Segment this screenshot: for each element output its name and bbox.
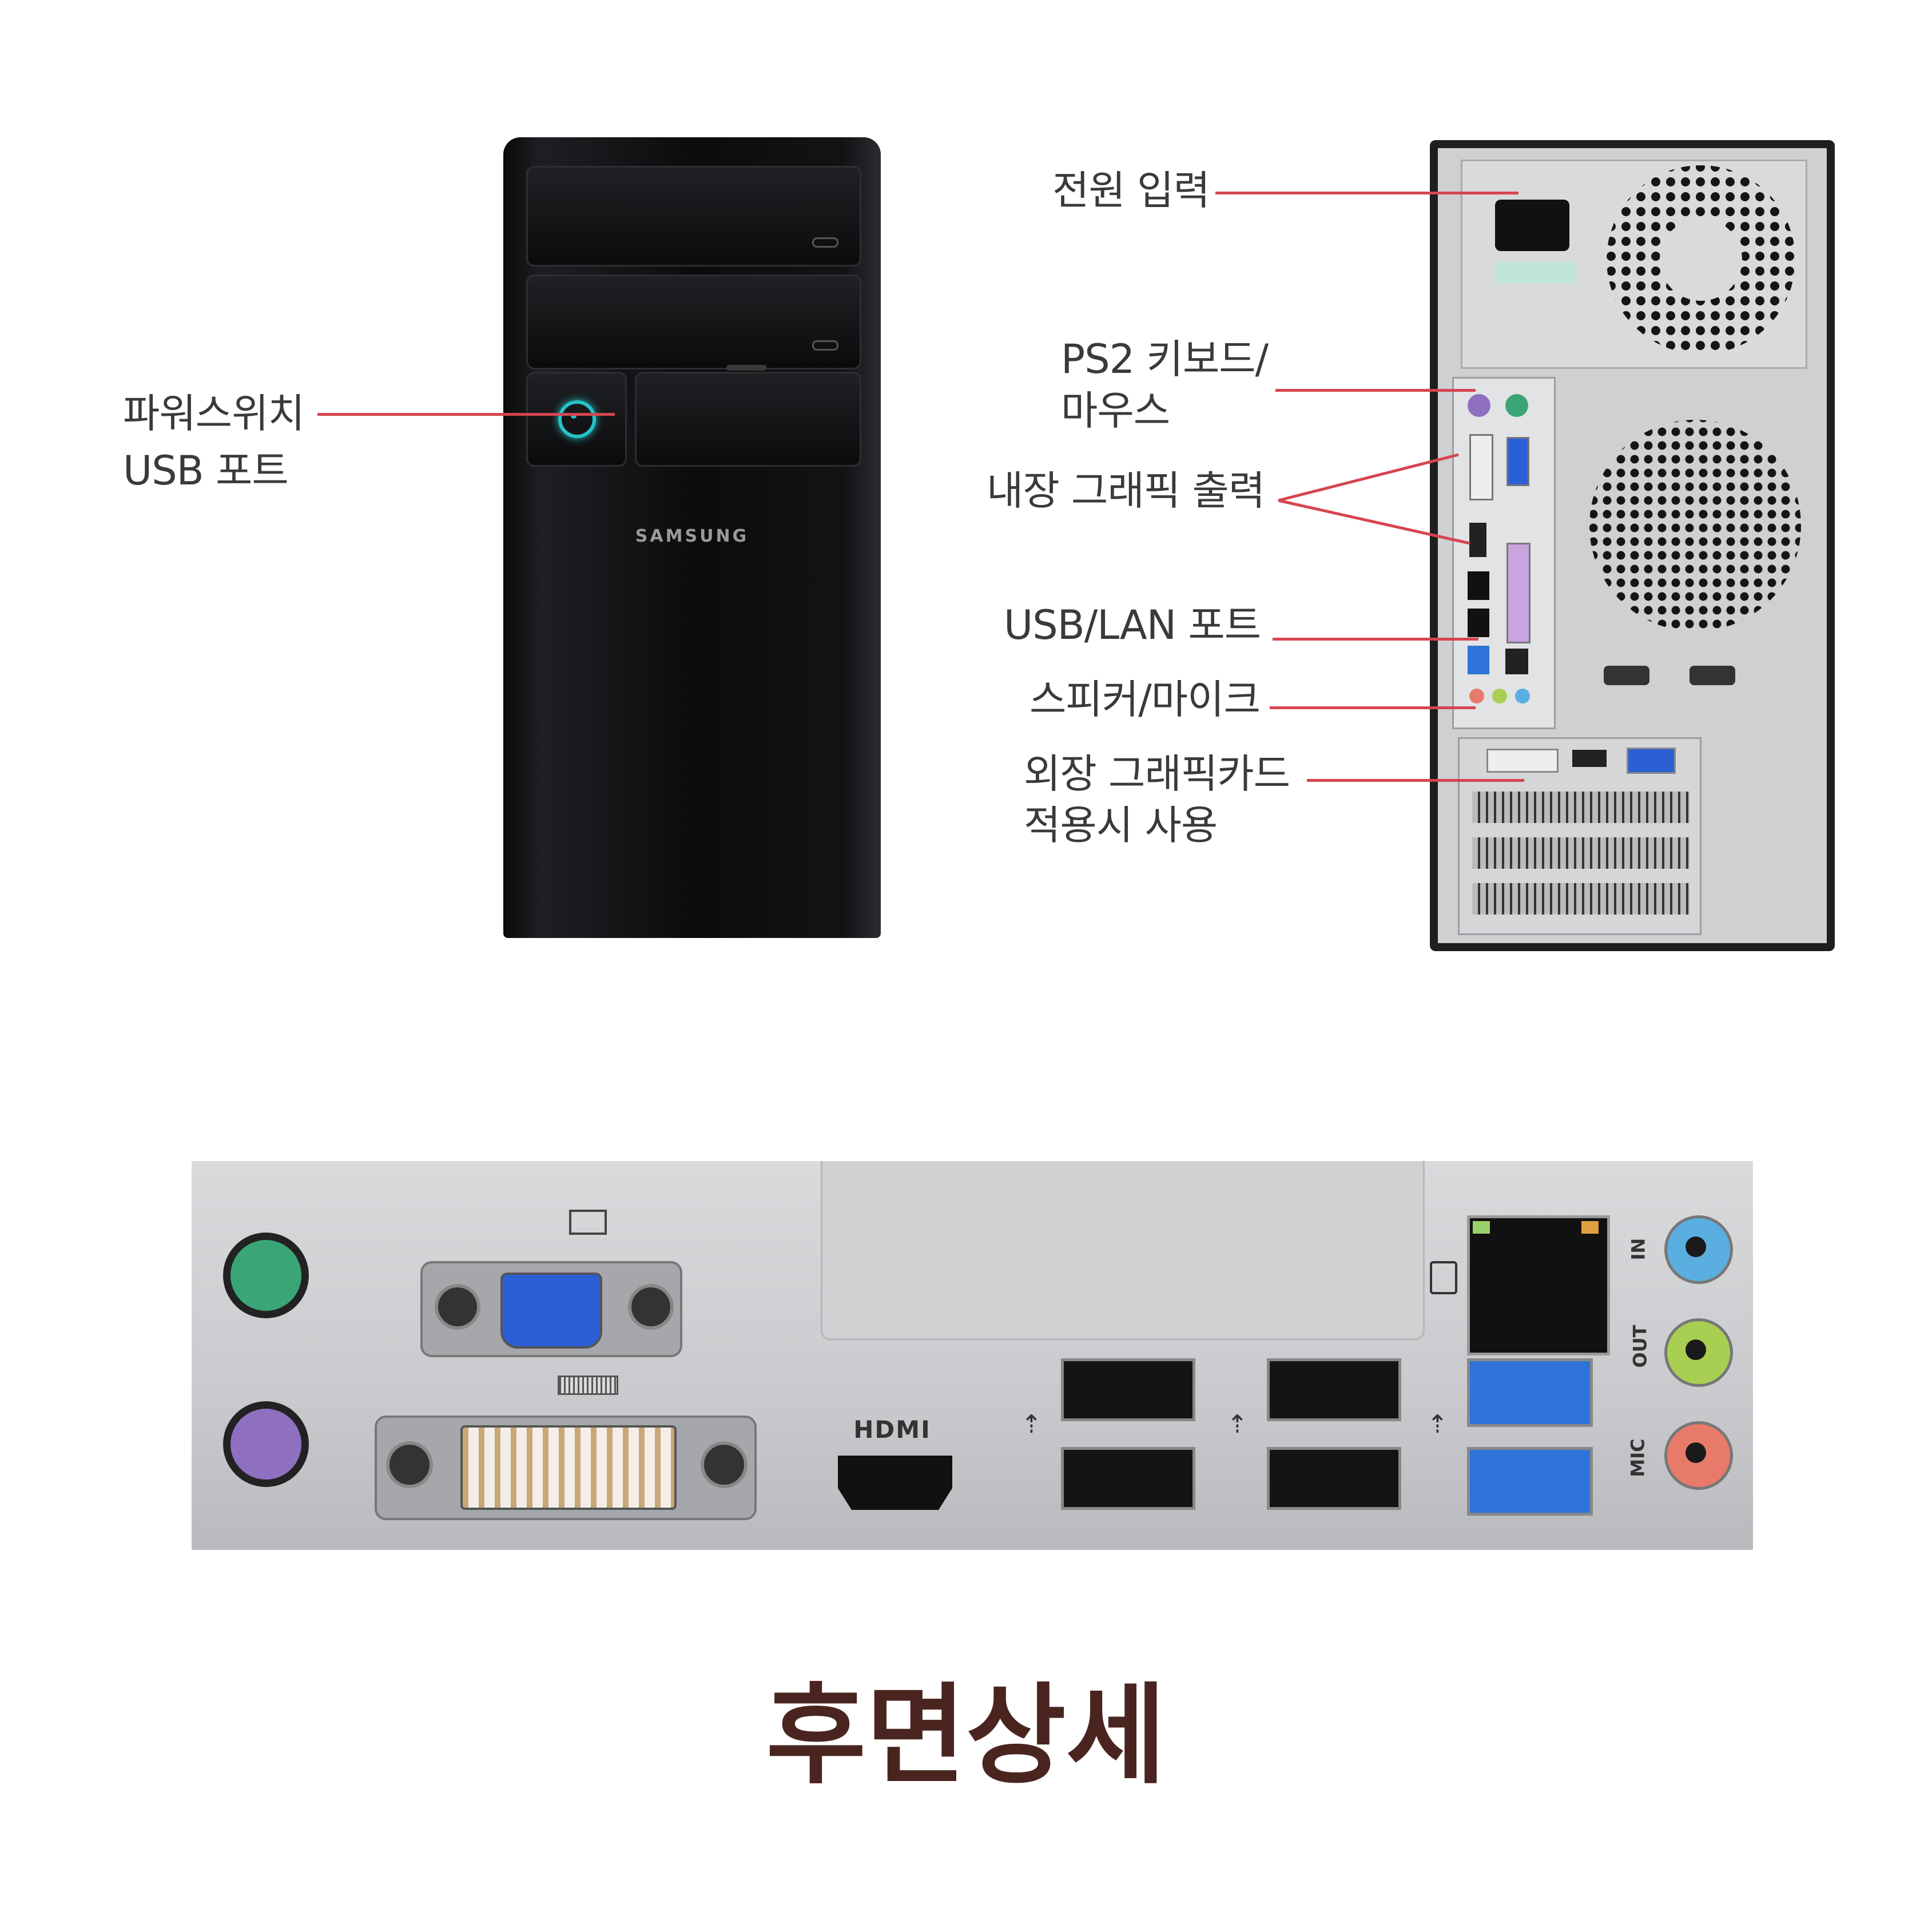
in-jack-small — [1515, 689, 1530, 703]
lan-icon — [1430, 1261, 1457, 1294]
leader-line-power — [317, 413, 615, 416]
serial-port-1 — [1604, 666, 1649, 685]
audio-in-hole — [1685, 1237, 1706, 1257]
front-usb-slot — [726, 365, 766, 371]
leader-lines-graphics — [1278, 453, 1470, 545]
usb-stack-1 — [1468, 571, 1489, 600]
power-icon — [571, 413, 577, 419]
audio-label-out: OUT — [1629, 1325, 1651, 1368]
lan-port — [1467, 1215, 1610, 1355]
leader-line-audio — [1270, 706, 1476, 709]
vga-screw-left — [435, 1284, 480, 1330]
dvi-screw-right — [701, 1441, 748, 1488]
callout-ps2-line1: PS2 키보드/ — [1061, 336, 1269, 383]
page-title: 후면상세 — [766, 1672, 1166, 1799]
vga-port — [500, 1273, 602, 1349]
callout-power-switch: 파워스위치 — [123, 390, 305, 437]
usb3-port-2 — [1467, 1447, 1593, 1516]
callout-power-input: 전원 입력 — [1052, 167, 1210, 214]
hdmi-port-small — [1469, 523, 1486, 557]
callout-ps2-line2: 마우스 — [1061, 387, 1170, 434]
usb-icon-3: ⇡ — [1427, 1410, 1448, 1439]
power-socket — [1495, 200, 1569, 251]
out-jack-small — [1492, 689, 1507, 703]
usb-stack-2 — [1468, 609, 1489, 637]
eject-button-1 — [812, 237, 838, 248]
front-io-cover — [635, 372, 861, 467]
callout-external-graphics-line2: 적용시 사용 — [1024, 802, 1218, 849]
voltage-sticker — [1495, 263, 1575, 283]
mic-jack-small — [1469, 689, 1484, 703]
dvi-port — [460, 1425, 677, 1510]
gpu-hdmi-port — [1572, 750, 1607, 767]
eject-button-2 — [812, 340, 838, 351]
ps2-keyboard-port-small — [1468, 394, 1490, 417]
callout-onboard-graphics: 내장 그래픽 출력 — [987, 467, 1265, 514]
hdmi-label: HDMI — [853, 1416, 931, 1444]
lan-port-small — [1505, 649, 1528, 674]
usb2-port-1 — [1061, 1358, 1195, 1421]
dvi-port-small — [1469, 434, 1493, 500]
callout-external-graphics-line1: 외장 그래픽카드 — [1024, 750, 1290, 797]
parallel-port — [1506, 543, 1531, 643]
leader-line-external-graphics — [1307, 779, 1524, 782]
optical-bay-1 — [526, 166, 861, 267]
pc-front-view: SAMSUNG — [503, 137, 881, 938]
case-fan-grille — [1589, 420, 1801, 631]
pc-rear-view — [1430, 140, 1835, 951]
callout-usb-port: USB 포트 — [123, 447, 289, 494]
io-shield — [1452, 377, 1556, 729]
audio-out-hole — [1685, 1339, 1706, 1360]
lan-led-left — [1473, 1221, 1490, 1234]
brand-logo: SAMSUNG — [635, 526, 749, 546]
hdmi-port — [838, 1456, 952, 1510]
audio-label-mic: MIC — [1627, 1438, 1649, 1477]
usb2-port-2 — [1061, 1447, 1195, 1510]
serial-port-2 — [1689, 666, 1735, 685]
slot-cover-3 — [1472, 883, 1689, 915]
usb2-port-4 — [1267, 1447, 1401, 1510]
power-button[interactable] — [558, 400, 596, 438]
gpu-dvi-port — [1486, 749, 1559, 773]
slot-cover-2 — [1472, 837, 1689, 869]
psu-fan-grille — [1607, 165, 1795, 354]
callout-audio: 스피커/마이크 — [1029, 676, 1261, 723]
lan-led-right — [1581, 1221, 1599, 1234]
gpu-vga-port — [1627, 748, 1676, 774]
vga-screw-right — [628, 1284, 674, 1330]
dvi-screw-left — [386, 1441, 433, 1488]
optical-bay-2 — [526, 275, 861, 369]
slot-cover-1 — [1472, 792, 1689, 823]
usb3-stack — [1468, 646, 1489, 674]
ps2-mouse-port — [230, 1240, 301, 1311]
mic-hole — [1685, 1442, 1706, 1463]
usb-icon-1: ⇡ — [1021, 1410, 1042, 1439]
audio-in-jack — [1664, 1215, 1733, 1284]
dvi-icon — [558, 1376, 618, 1395]
leader-line-usb-lan — [1273, 638, 1478, 641]
ps2-keyboard-port — [230, 1409, 301, 1480]
monitor-icon — [569, 1210, 607, 1235]
leader-line-ps2 — [1275, 389, 1476, 392]
io-sticker-area — [821, 1161, 1425, 1340]
callout-usb-lan: USB/LAN 포트 — [1004, 602, 1261, 649]
audio-label-in: IN — [1627, 1238, 1649, 1261]
usb3-port-1 — [1467, 1358, 1593, 1427]
usb-icon-2: ⇡ — [1227, 1410, 1248, 1439]
ps2-mouse-port-small — [1505, 394, 1528, 417]
leader-line-power-input — [1215, 192, 1518, 194]
vga-port-small — [1506, 437, 1529, 486]
io-panel-closeup: HDMI ⇡ ⇡ ⇡ IN OUT MIC — [192, 1161, 1753, 1550]
usb2-port-3 — [1267, 1358, 1401, 1421]
